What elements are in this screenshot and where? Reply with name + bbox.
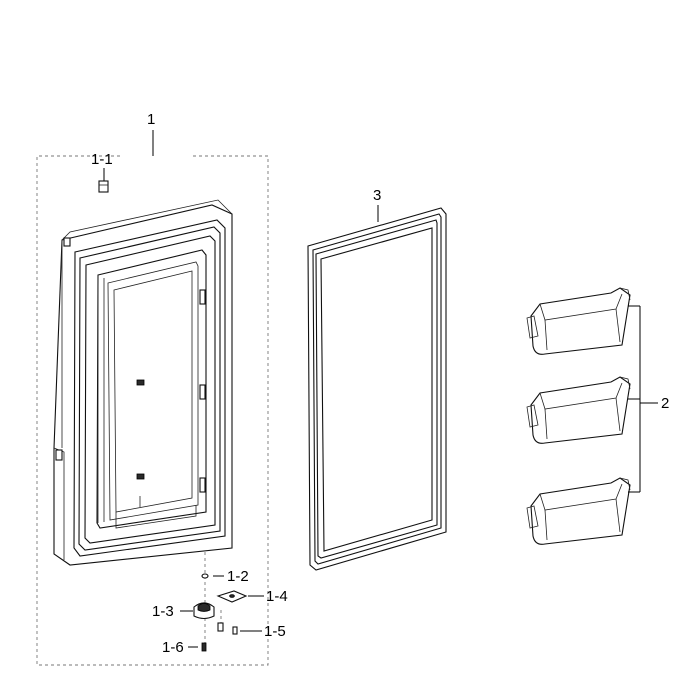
hinge-plate-part: [216, 590, 248, 603]
screw-a-part: [217, 622, 238, 635]
callout-door-assembly: 1: [147, 111, 155, 156]
label-door-bins: 2: [661, 395, 669, 412]
callout-stopper: 1-1: [91, 151, 113, 193]
door-assembly-boundary: [36, 155, 269, 666]
door-bin-bottom: [526, 477, 631, 545]
door-bins-group: [526, 287, 658, 545]
label-door-assembly: 1: [147, 111, 155, 128]
label-hinge-cap: 1-3: [152, 603, 174, 620]
callout-washer: 1-2: [201, 568, 249, 585]
door-gasket-part: [307, 207, 447, 571]
callout-screw-b: 1-6: [162, 639, 207, 656]
callout-hinge-cap: 1-3: [152, 602, 215, 620]
label-washer: 1-2: [227, 568, 249, 585]
label-screw-b: 1-6: [162, 639, 184, 656]
label-stopper: 1-1: [91, 151, 113, 168]
callout-screw-a: 1-5: [217, 622, 286, 640]
label-hinge-plate: 1-4: [266, 588, 288, 605]
refrigerator-door: [53, 199, 233, 566]
callout-gasket: 3: [373, 187, 381, 222]
screw-b-part: [201, 642, 207, 652]
hinge-cap-part: [193, 602, 215, 620]
label-screw-a: 1-5: [264, 623, 286, 640]
callout-hinge-plate: 1-4: [216, 588, 288, 605]
hinge-axis: [204, 552, 222, 648]
door-bin-middle: [526, 376, 631, 444]
bins-bracket: [628, 305, 658, 493]
label-gasket: 3: [373, 187, 381, 204]
callout-door-bins: 2: [661, 395, 669, 412]
door-bin-top: [526, 287, 631, 355]
washer-part: [201, 573, 209, 579]
stopper-part: [98, 180, 109, 193]
